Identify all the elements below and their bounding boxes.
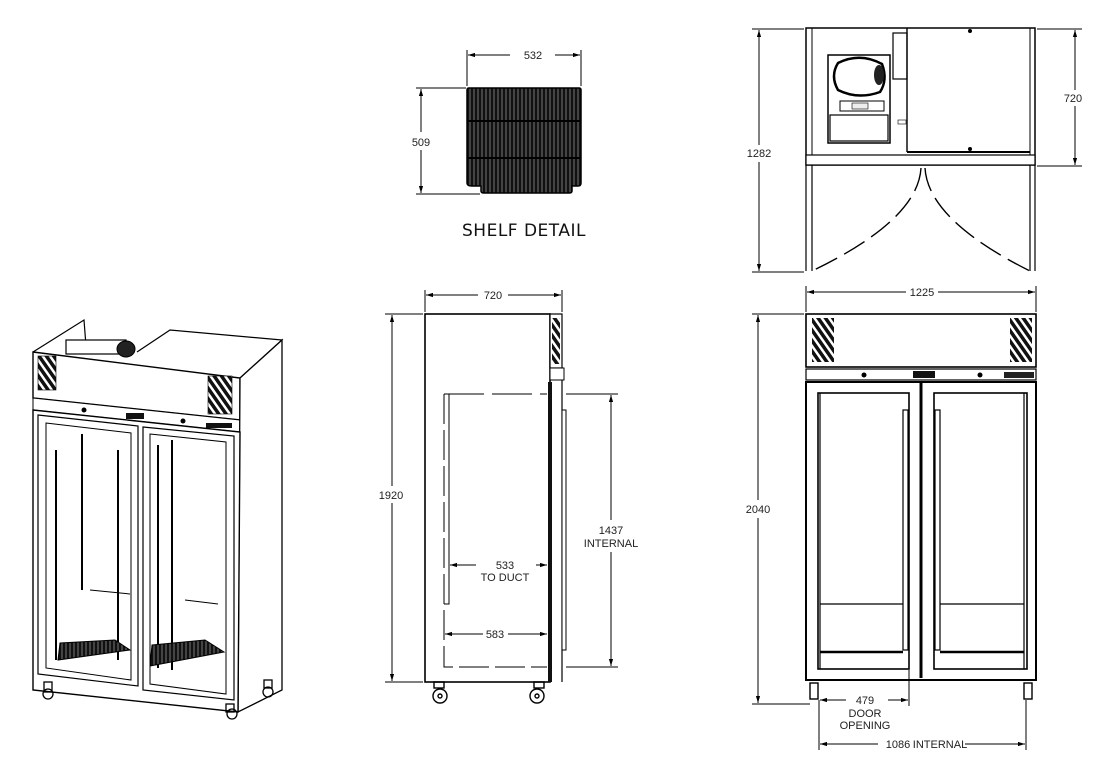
- side-to-duct-caption: TO DUCT: [481, 572, 530, 584]
- plan-cabinet-depth-label: 720: [1064, 93, 1082, 105]
- shelf-width-label: 532: [524, 50, 542, 62]
- isometric-view: [32, 318, 284, 720]
- door-opening-label: 479: [856, 695, 874, 707]
- shelf-detail-view: 532 509 SHELF DETAIL: [412, 50, 586, 241]
- side-depth-label: 720: [484, 290, 502, 302]
- shelf-detail-title: SHELF DETAIL: [462, 221, 586, 241]
- side-to-duct-label: 533: [496, 560, 514, 572]
- plan-overall-depth-label: 1282: [747, 148, 771, 160]
- side-view: 720 1920 1437 INTERNAL 533 TO DUCT 583: [379, 290, 638, 704]
- door-opening-caption-1: DOOR: [849, 708, 882, 720]
- internal-width-label: 1086: [886, 739, 910, 751]
- side-internal-height-label: 1437: [599, 525, 623, 537]
- front-view: 1225 2040 479 DOOR OPENING 1086 INTERNAL: [746, 286, 1037, 751]
- front-height-label: 2040: [746, 504, 770, 516]
- plan-view: 1282 720: [747, 27, 1082, 273]
- side-internal-caption: INTERNAL: [584, 538, 638, 550]
- front-width-label: 1225: [910, 287, 934, 299]
- shelf-depth-label: 509: [412, 137, 430, 149]
- internal-width-caption: INTERNAL: [913, 739, 967, 751]
- door-opening-caption-2: OPENING: [840, 720, 891, 732]
- side-height-label: 1920: [379, 490, 403, 502]
- side-internal-depth-label: 583: [486, 629, 504, 641]
